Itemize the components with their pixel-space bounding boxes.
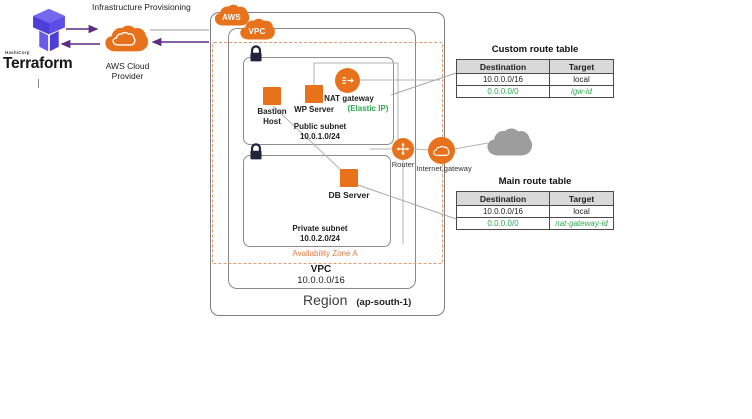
- custom-route-table-grid: Destination Target 10.0.0.0/16 local 0.0…: [456, 59, 614, 98]
- nat-gateway-elastic-ip-label: (Elastic IP): [347, 104, 389, 113]
- main-route-table-title: Main route table: [498, 176, 572, 187]
- private-subnet-lock-icon: [248, 142, 264, 166]
- terraform-logo-icon: [26, 7, 72, 53]
- aws-badge: AWS: [213, 4, 250, 27]
- custom-route-table-title: Custom route table: [491, 44, 579, 55]
- availability-zone-label: Availability Zone A: [292, 249, 358, 258]
- bastion-host-icon: [263, 87, 281, 105]
- table-row: 10.0.0.0/16 local: [456, 73, 614, 86]
- public-subnet-label: Public subnet 10.0.1.0/24: [293, 122, 347, 141]
- main-route-table: Main route table Destination Target 10.0…: [456, 176, 614, 230]
- custom-header-target: Target: [549, 59, 614, 74]
- region-label: Region (ap-south-1): [303, 292, 412, 308]
- internet-gateway-label: Internet gateway: [416, 164, 472, 173]
- internet-gateway-icon: [428, 137, 455, 164]
- nat-gateway-icon: [335, 68, 360, 93]
- db-server-label: DB Server: [328, 190, 370, 200]
- vpc-badge-label: VPC: [248, 26, 266, 36]
- aws-badge-label: AWS: [222, 12, 241, 22]
- table-row: 0.0.0.0/0 igw-id: [456, 85, 614, 98]
- nat-gateway-label: NAT gateway: [324, 94, 374, 103]
- text-cursor: [38, 79, 39, 88]
- internet-cloud-icon: [485, 126, 533, 159]
- infrastructure-provisioning-title: Infrastructure Provisioning: [92, 2, 191, 12]
- wp-server-label: WP Server: [294, 105, 334, 114]
- terraform-wordmark: Terraform: [3, 55, 73, 72]
- db-server-icon: [340, 169, 358, 187]
- region-box: [210, 12, 445, 316]
- main-header-target: Target: [549, 191, 614, 206]
- vpc-box: [228, 28, 416, 289]
- bastion-host-label: Bastion Host: [257, 107, 287, 126]
- main-header-destination: Destination: [456, 191, 550, 206]
- custom-route-table: Custom route table Destination Target 10…: [456, 44, 614, 98]
- router-icon: [392, 138, 414, 160]
- public-subnet-lock-icon: [248, 44, 264, 68]
- main-route-table-grid: Destination Target 10.0.0.0/16 local 0.0…: [456, 191, 614, 230]
- vpc-badge: VPC: [237, 18, 277, 41]
- vpc-label: VPC 10.0.0.0/16: [297, 264, 345, 286]
- aws-cloud-provider-icon: [103, 22, 149, 56]
- private-subnet-label: Private subnet 10.0.2.0/24: [292, 224, 348, 243]
- table-row: 0.0.0.0/0 nat-gateway-id: [456, 217, 614, 230]
- custom-header-destination: Destination: [456, 59, 550, 74]
- hashicorp-wordmark: HashiCorp: [5, 50, 30, 55]
- aws-cloud-provider-label: AWS Cloud Provider: [105, 61, 150, 81]
- table-row: 10.0.0.0/16 local: [456, 205, 614, 218]
